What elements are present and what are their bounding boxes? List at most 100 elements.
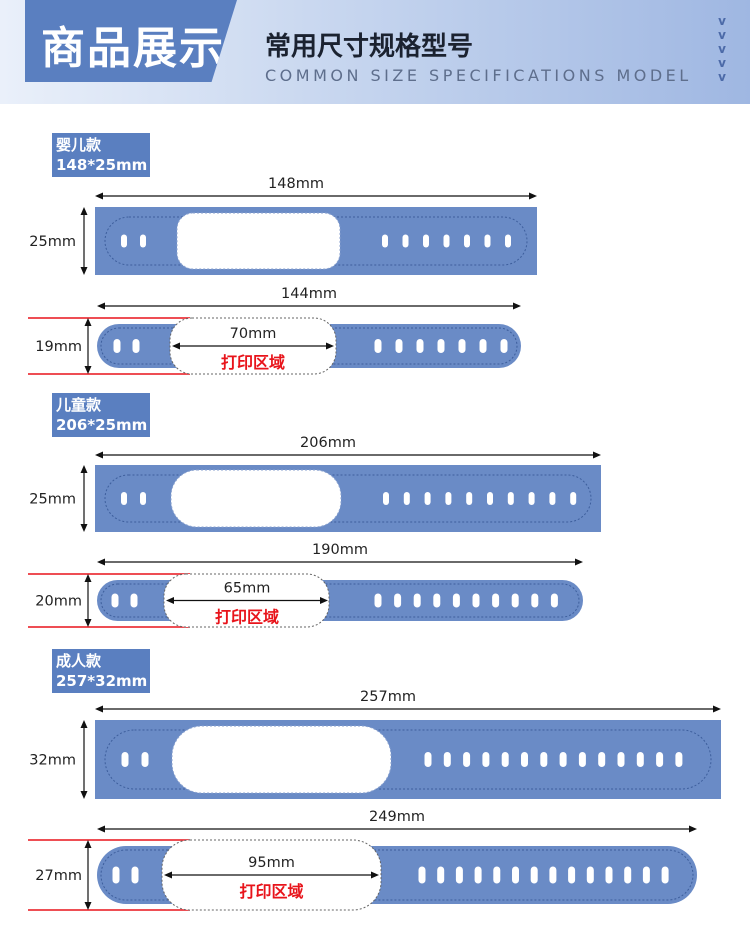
- band-slot: [458, 339, 466, 353]
- width-label: 27mm: [35, 868, 82, 884]
- width-arrow-head-bottom: [80, 791, 88, 799]
- band-slot: [521, 752, 528, 767]
- section-name: 成人款: [56, 652, 102, 670]
- band-slot: [437, 866, 445, 884]
- section-tag-child: 儿童款 206*25mm: [52, 393, 151, 437]
- header-subtitle: COMMON SIZE SPECIFICATIONS MODEL: [265, 66, 692, 85]
- length-arrow-head-right: [575, 558, 583, 566]
- header-tab-title: 商品展示: [41, 23, 225, 74]
- length-arrow-head-left: [97, 302, 105, 310]
- band-slot: [531, 593, 539, 608]
- width-label: 25mm: [29, 234, 76, 250]
- print-width-label: 65mm: [224, 581, 271, 597]
- band-slot: [382, 234, 388, 248]
- band-slot: [675, 752, 683, 767]
- band-slot: [132, 339, 140, 353]
- band-slot: [479, 339, 487, 353]
- band-slot: [549, 866, 557, 884]
- band-slot: [550, 593, 558, 608]
- length-label: 257mm: [360, 689, 416, 705]
- header-title: 常用尺寸规格型号: [265, 32, 474, 62]
- width-arrow-head-top: [84, 840, 92, 848]
- length-arrow-head-left: [97, 825, 105, 833]
- width-arrow-head-bottom: [80, 267, 88, 275]
- band-slot: [636, 752, 644, 767]
- band-slot: [437, 339, 445, 353]
- band-slot: [484, 234, 491, 248]
- width-label: 20mm: [35, 594, 82, 610]
- width-label: 19mm: [35, 339, 82, 355]
- band-slot: [482, 752, 490, 767]
- length-arrow-head-left: [95, 451, 103, 459]
- band-slot: [568, 866, 576, 884]
- band-slot: [586, 866, 594, 884]
- band-slot: [512, 866, 519, 884]
- band-slot: [528, 492, 535, 505]
- print-width-label: 95mm: [248, 855, 295, 871]
- band-slot: [624, 866, 632, 884]
- band-slot: [617, 752, 625, 767]
- band-slot: [423, 234, 429, 248]
- band-slot: [464, 234, 470, 248]
- length-label: 148mm: [268, 176, 324, 192]
- band-slot: [642, 866, 650, 884]
- band-slot: [112, 866, 120, 884]
- band-slot: [413, 593, 421, 608]
- length-label: 206mm: [300, 435, 356, 451]
- length-label: 144mm: [281, 286, 337, 302]
- band-slot: [559, 752, 567, 767]
- band-slot: [455, 866, 463, 884]
- width-label: 25mm: [29, 492, 76, 508]
- band-slot: [383, 492, 389, 505]
- length-arrow-head-right: [713, 705, 721, 713]
- length-label: 190mm: [312, 542, 368, 558]
- print-window: [171, 725, 392, 794]
- band-slot: [433, 593, 441, 608]
- length-arrow-head-left: [95, 192, 103, 200]
- band-slot: [505, 234, 511, 248]
- band-slot: [395, 339, 403, 353]
- print-width-arrow-head-right: [326, 342, 334, 350]
- length-arrow-head-right: [593, 451, 601, 459]
- band-slot: [445, 492, 452, 505]
- band-slot: [141, 752, 149, 767]
- section-size: 257*32mm: [56, 672, 148, 690]
- section-name: 儿童款: [56, 396, 102, 414]
- length-arrow-head-right: [529, 192, 537, 200]
- band-slot: [131, 866, 139, 884]
- print-area-label: 打印区域: [221, 353, 285, 372]
- band-slot: [487, 492, 493, 505]
- band-slot: [402, 234, 409, 248]
- width-arrow-head-bottom: [84, 366, 92, 374]
- band-slot: [443, 752, 451, 767]
- band-slot: [424, 492, 431, 505]
- band-slot: [121, 492, 127, 505]
- print-window: [170, 469, 342, 528]
- band-slot: [394, 593, 402, 608]
- section-tag-infant: 婴儿款 148*25mm: [52, 133, 151, 177]
- header-tab: 商品展示: [25, 0, 237, 82]
- width-arrow-head-bottom: [84, 902, 92, 910]
- print-area-label: 打印区域: [215, 608, 279, 627]
- band-slot: [374, 339, 382, 353]
- band-slot: [540, 752, 548, 767]
- band-slot: [466, 492, 473, 505]
- band-slot: [492, 593, 500, 608]
- flat-band-stitch: [104, 729, 712, 790]
- length-label: 249mm: [369, 809, 425, 825]
- flat-band-stitch: [104, 474, 592, 523]
- print-window: [176, 212, 341, 270]
- band-slot: [463, 752, 471, 767]
- print-area-label: 打印区域: [239, 882, 303, 901]
- section-tag-adult: 成人款 257*32mm: [52, 649, 151, 693]
- band-slot: [605, 866, 613, 884]
- band-slot: [424, 752, 432, 767]
- band-slot: [140, 234, 146, 248]
- width-arrow-head-bottom: [84, 619, 92, 627]
- flat-band-stitch: [104, 216, 528, 266]
- band-slot: [403, 492, 410, 505]
- width-arrow-head-top: [80, 465, 88, 473]
- band-slot: [474, 866, 482, 884]
- print-width-arrow-head-left: [166, 597, 174, 604]
